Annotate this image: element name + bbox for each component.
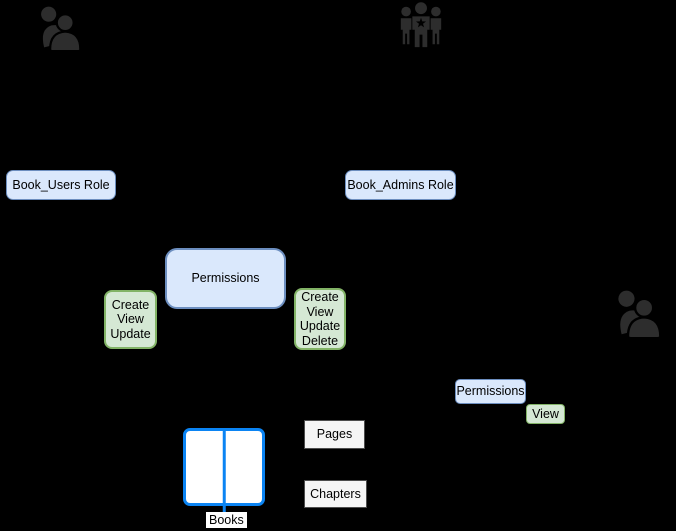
node-chapters: Chapters [304, 480, 367, 508]
node-admin-permissions: Create View Update Delete [294, 288, 346, 350]
node-viewer-permission: View [526, 404, 565, 424]
node-book-admins-role: Book_Admins Role [345, 170, 456, 200]
node-user-permissions: Create View Update [104, 290, 157, 349]
users-group-icon [609, 287, 666, 340]
node-permissions-main: Permissions [165, 248, 286, 309]
admin-group-icon [395, 0, 447, 50]
node-permissions-viewer: Permissions [455, 379, 526, 404]
users-group-icon [30, 4, 88, 52]
book-shape [183, 428, 265, 512]
node-books-label: Books [206, 512, 247, 528]
node-book-users-role: Book_Users Role [6, 170, 116, 200]
book-spine-tick [222, 503, 226, 512]
book-spine [222, 431, 226, 503]
node-pages: Pages [304, 420, 365, 449]
